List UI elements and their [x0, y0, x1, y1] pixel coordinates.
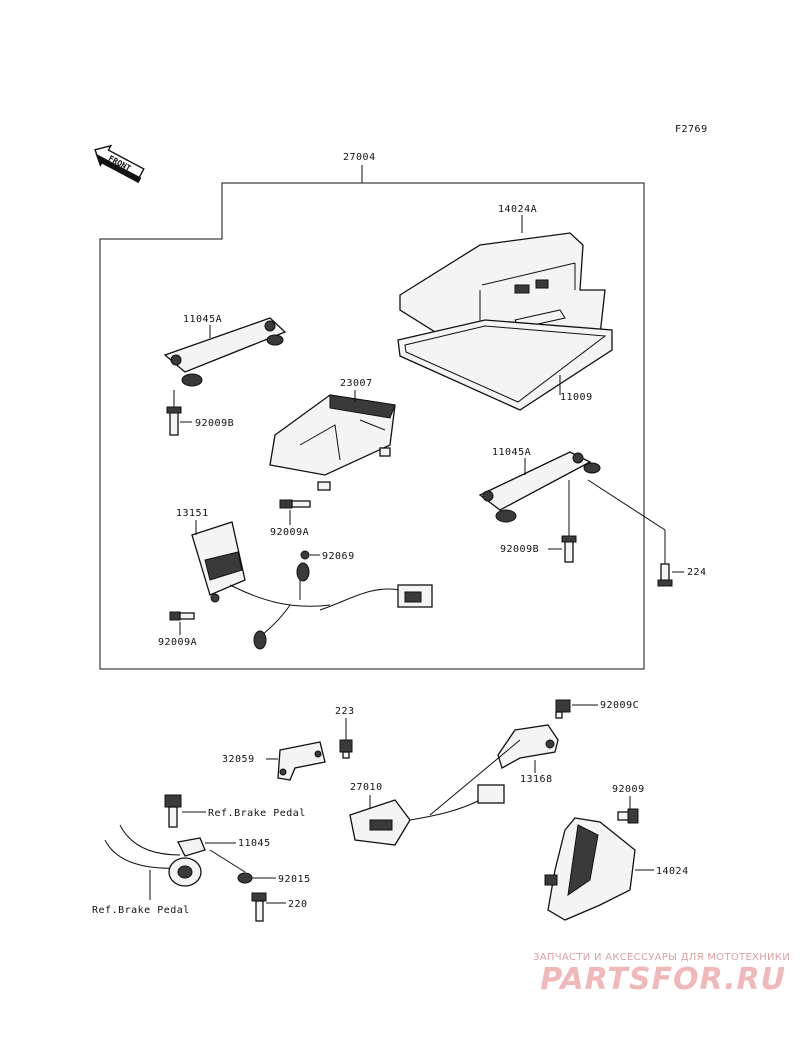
- label-11045: 11045: [238, 838, 271, 849]
- brake-pedal-arm: [104, 824, 202, 900]
- label-11045A-right: 11045A: [492, 447, 531, 458]
- label-92009B-right: 92009B: [500, 544, 539, 555]
- bolt-ref-pedal: [164, 794, 182, 828]
- label-92009A-switch: 92009A: [158, 637, 197, 648]
- bolt-upper: [555, 699, 571, 719]
- label-92009C: 92009C: [600, 700, 639, 711]
- label-11009: 11009: [560, 392, 593, 403]
- label-14024A: 14024A: [498, 204, 537, 215]
- label-14024: 14024: [656, 866, 689, 877]
- label-92009: 92009: [612, 784, 645, 795]
- bolt-right: [561, 535, 577, 563]
- label-220: 220: [288, 899, 308, 910]
- bolt-220: [251, 892, 267, 922]
- wire-harness: [229, 562, 433, 650]
- bracket-left: [163, 317, 287, 387]
- label-224: 224: [687, 567, 707, 578]
- label-27004: 27004: [343, 152, 376, 163]
- label-23007: 23007: [340, 378, 373, 389]
- label-13168: 13168: [520, 774, 553, 785]
- seal-gasket: [397, 319, 613, 411]
- switch-bracket: [191, 521, 246, 603]
- label-92009A-holder: 92009A: [270, 527, 309, 538]
- assembly-frame: [99, 165, 645, 670]
- label-ref-pedal-1: Ref.Brake Pedal: [208, 808, 306, 819]
- label-ref-pedal-2: Ref.Brake Pedal: [92, 905, 190, 916]
- bracket-right: [478, 451, 601, 523]
- label-27010: 27010: [350, 782, 383, 793]
- figure-code: F2769: [675, 124, 708, 135]
- label-11045A-left: 11045A: [183, 314, 222, 325]
- grommet: [300, 550, 310, 560]
- cover: [544, 817, 636, 921]
- label-32059: 32059: [222, 754, 255, 765]
- stay: [497, 724, 559, 769]
- nut-224: [657, 563, 673, 587]
- label-223: 223: [335, 706, 355, 717]
- bolt-left: [166, 406, 182, 436]
- bolt-cover: [617, 808, 639, 824]
- label-13151: 13151: [176, 508, 209, 519]
- label-92069: 92069: [322, 551, 355, 562]
- watermark-logo: PARTSFOR.RU: [540, 962, 786, 997]
- collar: [237, 872, 253, 884]
- plate: [277, 741, 326, 781]
- label-92009B-left: 92009B: [195, 418, 234, 429]
- label-92015: 92015: [278, 874, 311, 885]
- switch: [349, 739, 521, 846]
- front-arrow-icon: FRONT: [94, 144, 145, 184]
- screw-223: [339, 739, 353, 759]
- screw-switch: [169, 611, 195, 621]
- bracket-lower: [177, 837, 206, 857]
- holder: [269, 394, 396, 491]
- screw-holder: [279, 499, 311, 509]
- watermark-tagline: ЗАПЧАСТИ И АКСЕССУАРЫ ДЛЯ МОТОТЕХНИКИ: [533, 952, 790, 963]
